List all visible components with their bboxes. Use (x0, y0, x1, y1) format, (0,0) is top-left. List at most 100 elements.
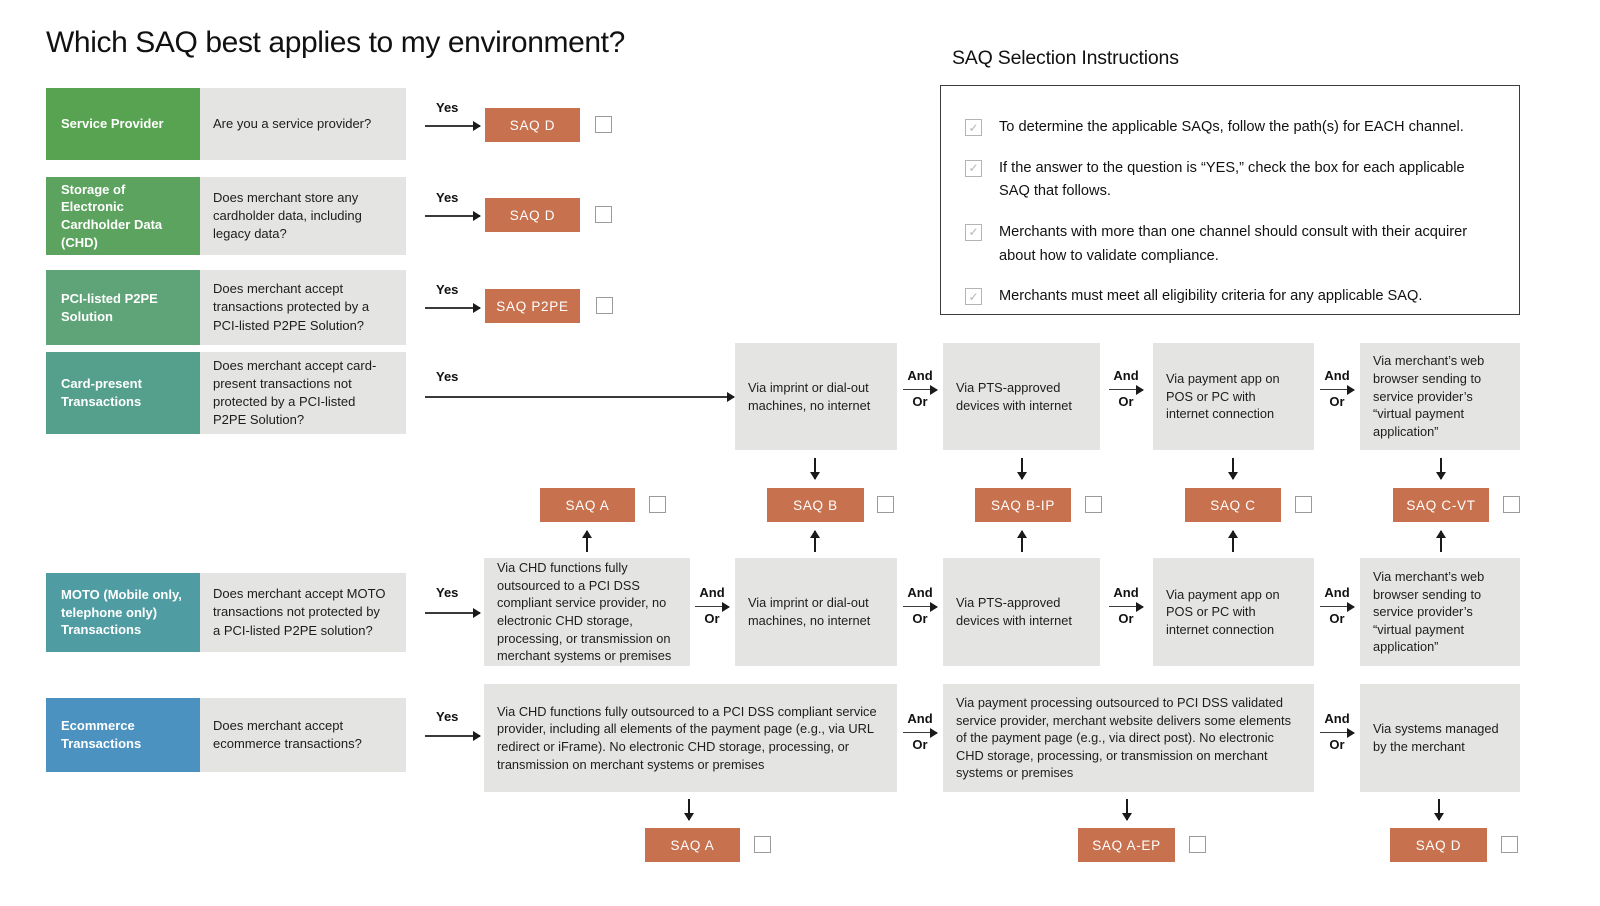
and-or-connector: And Or (898, 585, 942, 627)
saq-d-checkbox[interactable] (595, 206, 612, 223)
saq-b-box: SAQ B (767, 488, 864, 522)
instruction-text: Merchants must meet all eligibility crit… (999, 288, 1423, 305)
channel-service-provider: Service Provider (46, 88, 200, 160)
and-or-connector: And Or (1104, 585, 1148, 627)
arrow-down-icon (1228, 458, 1237, 480)
question-service-provider: Are you a service provider? (200, 88, 406, 160)
or-label: Or (912, 394, 928, 410)
moto-path-box: Via PTS-approved devices with internet (943, 558, 1100, 666)
channel-card-present: Card-present Transactions (46, 352, 200, 434)
question-ecommerce: Does merchant accept ecommerce transacti… (200, 698, 406, 772)
saq-b-ip-checkbox[interactable] (1085, 496, 1102, 513)
saq-a-ep-checkbox[interactable] (1189, 836, 1206, 853)
saq-a-box: SAQ A (540, 488, 635, 522)
yes-label: Yes (436, 585, 459, 600)
and-or-connector: And Or (690, 585, 734, 627)
saq-p2pe-checkbox[interactable] (596, 297, 613, 314)
saq-d-checkbox[interactable] (1501, 836, 1518, 853)
question-p2pe: Does merchant accept transactions protec… (200, 270, 406, 345)
saq-a-checkbox[interactable] (649, 496, 666, 513)
saq-d-box: SAQ D (1390, 828, 1487, 862)
arrow-up-icon (1228, 530, 1237, 552)
or-label: Or (912, 737, 928, 753)
saq-a-checkbox[interactable] (754, 836, 771, 853)
and-or-connector: And Or (898, 368, 942, 410)
checked-checkbox-icon: ✓ (965, 119, 982, 136)
arrow-down-icon (810, 458, 819, 480)
and-label: And (907, 711, 933, 726)
saq-p2pe-box: SAQ P2PE (485, 289, 580, 323)
arrow-down-icon (1017, 458, 1026, 480)
or-label: Or (704, 611, 720, 627)
checked-checkbox-icon: ✓ (965, 288, 982, 306)
or-label: Or (1329, 394, 1345, 410)
or-label: Or (1329, 737, 1345, 753)
question-card-present: Does merchant accept card-present transa… (200, 352, 406, 434)
saq-c-vt-box: SAQ C-VT (1393, 488, 1489, 522)
checked-checkbox-icon: ✓ (965, 223, 982, 241)
channel-ecommerce: Ecommerce Transactions (46, 698, 200, 772)
arrow-up-icon (1436, 530, 1445, 552)
yes-label: Yes (436, 709, 459, 724)
or-label: Or (1118, 611, 1134, 627)
yes-label: Yes (436, 190, 459, 205)
and-label: And (699, 585, 725, 600)
ecommerce-path-box: Via payment processing outsourced to PCI… (943, 684, 1314, 792)
saq-b-checkbox[interactable] (877, 496, 894, 513)
and-label: And (1324, 368, 1350, 383)
arrow-right-icon (1109, 385, 1144, 394)
arrow-up-icon (582, 530, 591, 552)
saq-d-checkbox[interactable] (595, 116, 612, 133)
ecommerce-path-box: Via systems managed by the merchant (1360, 684, 1520, 792)
and-label: And (1113, 585, 1139, 600)
instruction-item: ✓ Merchants with more than one channel s… (965, 221, 1493, 268)
channel-storage-chd: Storage of Electronic Cardholder Data (C… (46, 177, 200, 255)
and-or-connector: And Or (1315, 585, 1359, 627)
card-present-path-box: Via PTS-approved devices with internet (943, 343, 1100, 450)
arrow-down-icon (1436, 458, 1445, 480)
and-or-connector: And Or (1315, 711, 1359, 753)
arrow-right-icon (695, 602, 730, 611)
and-label: And (907, 368, 933, 383)
moto-path-box: Via merchant’s web browser sending to se… (1360, 558, 1520, 666)
and-or-connector: And Or (1104, 368, 1148, 410)
arrow-right-icon (1320, 728, 1355, 737)
moto-path-box: Via imprint or dial-out machines, no int… (735, 558, 897, 666)
or-label: Or (1118, 394, 1134, 410)
or-label: Or (912, 611, 928, 627)
moto-path-box: Via payment app on POS or PC with intern… (1153, 558, 1314, 666)
arrow-right-icon (1320, 602, 1355, 611)
and-label: And (1324, 585, 1350, 600)
channel-moto: MOTO (Mobile only, telephone only) Trans… (46, 573, 200, 652)
saq-c-checkbox[interactable] (1295, 496, 1312, 513)
saq-c-box: SAQ C (1185, 488, 1281, 522)
arrow-right-icon (425, 608, 481, 617)
arrow-down-icon (1122, 799, 1131, 821)
and-label: And (907, 585, 933, 600)
channel-p2pe: PCI-listed P2PE Solution (46, 270, 200, 345)
card-present-path-box: Via merchant’s web browser sending to se… (1360, 343, 1520, 450)
instruction-item: ✓ Merchants must meet all eligibility cr… (965, 285, 1493, 309)
arrow-right-icon (903, 602, 938, 611)
arrow-right-icon (903, 728, 938, 737)
arrow-right-icon (425, 211, 481, 220)
saq-c-vt-checkbox[interactable] (1503, 496, 1520, 513)
card-present-path-box: Via imprint or dial-out machines, no int… (735, 343, 897, 450)
instructions-panel: ✓ To determine the applicable SAQs, foll… (940, 85, 1520, 315)
instruction-item: ✓ To determine the applicable SAQs, foll… (965, 116, 1493, 140)
saq-b-ip-box: SAQ B-IP (975, 488, 1071, 522)
arrow-right-icon (903, 385, 938, 394)
yes-label: Yes (436, 282, 459, 297)
yes-label: Yes (436, 369, 459, 384)
arrow-right-icon (425, 303, 481, 312)
ecommerce-path-box: Via CHD functions fully outsourced to a … (484, 684, 897, 792)
saq-d-box: SAQ D (485, 198, 580, 232)
and-or-connector: And Or (1315, 368, 1359, 410)
arrow-down-icon (1434, 799, 1443, 821)
card-present-path-box: Via payment app on POS or PC with intern… (1153, 343, 1314, 450)
saq-a-box: SAQ A (645, 828, 740, 862)
or-label: Or (1329, 611, 1345, 627)
arrow-right-icon (1320, 385, 1355, 394)
arrow-right-icon (425, 731, 481, 740)
